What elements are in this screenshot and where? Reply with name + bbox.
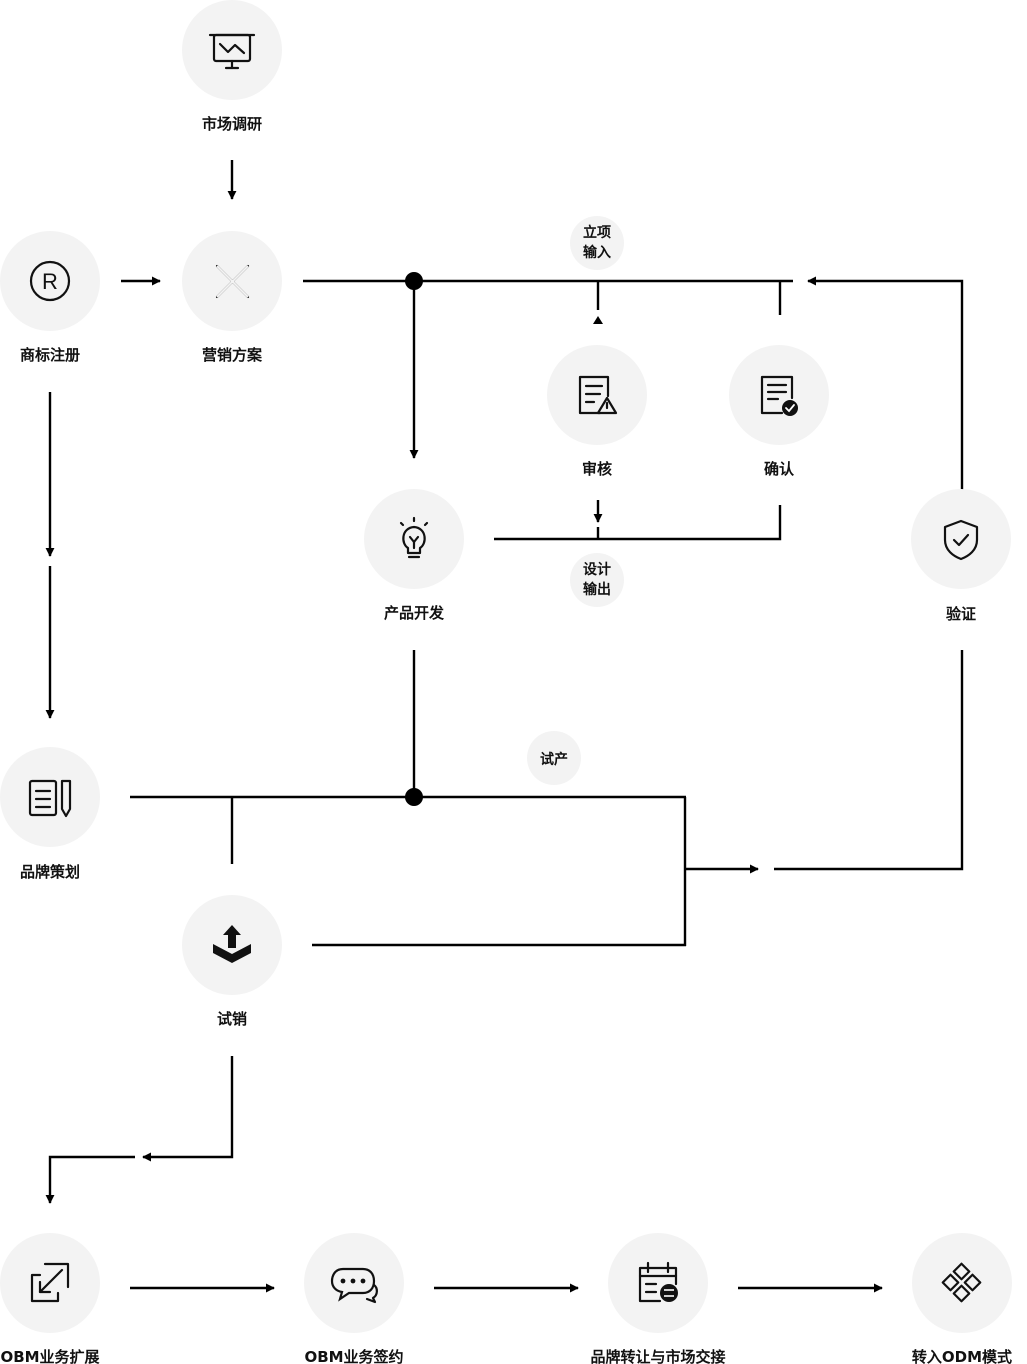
- junction-dot-bottom: [405, 788, 423, 806]
- node-marketing-plan[interactable]: 营销方案: [182, 231, 282, 364]
- edge-design-output-line: [494, 505, 782, 541]
- presentation-chart-icon: [208, 33, 256, 70]
- document-check-icon: [760, 375, 798, 416]
- svg-text:品牌转让与市场交接: 品牌转让与市场交接: [590, 1348, 725, 1364]
- node-brand-planning[interactable]: 品牌策划: [0, 747, 100, 881]
- edge-label-trial-production: 试产: [527, 731, 581, 785]
- node-obm-sign[interactable]: OBM业务签约: [304, 1233, 404, 1364]
- svg-text:确认: 确认: [764, 460, 795, 478]
- document-warning-icon: [578, 375, 618, 415]
- svg-text:OBM业务扩展: OBM业务扩展: [0, 1348, 99, 1364]
- svg-text:转入ODM模式: 转入ODM模式: [912, 1348, 1012, 1364]
- svg-text:设计: 设计: [583, 561, 611, 578]
- svg-text:营销方案: 营销方案: [202, 346, 263, 364]
- svg-text:产品开发: 产品开发: [384, 604, 445, 622]
- svg-text:验证: 验证: [946, 605, 976, 623]
- node-trademark[interactable]: R 商标注册: [0, 231, 100, 364]
- arrow-in-box-icon: [30, 1262, 70, 1303]
- node-confirm[interactable]: 确认: [729, 345, 829, 478]
- edge-verify-to-main: [807, 276, 964, 490]
- node-obm-expand[interactable]: OBM业务扩展: [0, 1233, 100, 1364]
- edge-to-obm-expand: [45, 1155, 135, 1204]
- svg-text:R: R: [42, 269, 58, 294]
- notes-pencil-icon: [28, 779, 72, 818]
- svg-text:品牌策划: 品牌策划: [20, 863, 80, 881]
- node-odm-mode[interactable]: 转入ODM模式: [912, 1233, 1012, 1364]
- svg-text:市场调研: 市场调研: [202, 115, 262, 133]
- node-verify[interactable]: 验证: [911, 489, 1011, 623]
- edge-label-project-input: 立项 输入: [570, 216, 624, 270]
- node-product-dev[interactable]: 产品开发: [364, 489, 464, 622]
- shield-check-icon: [943, 519, 979, 561]
- svg-text:商标注册: 商标注册: [20, 346, 80, 364]
- svg-text:OBM业务签约: OBM业务签约: [304, 1348, 403, 1364]
- node-brand-transfer[interactable]: 品牌转让与市场交接: [590, 1233, 726, 1364]
- edge-trial-sale-down: [142, 1056, 234, 1162]
- upload-box-icon: [213, 925, 251, 963]
- edge-review-up-arrowhead: [593, 316, 603, 324]
- chat-bubbles-icon: [330, 1267, 378, 1304]
- svg-text:立项: 立项: [583, 224, 611, 241]
- svg-text:试产: 试产: [540, 751, 568, 768]
- edge-verify-return: [774, 650, 964, 871]
- node-market-research[interactable]: 市场调研: [182, 0, 282, 133]
- node-trial-sale[interactable]: 试销: [182, 895, 282, 1028]
- edge-label-design-output: 设计 输出: [570, 553, 624, 607]
- svg-text:试销: 试销: [217, 1010, 247, 1028]
- svg-text:输出: 输出: [583, 581, 611, 598]
- diamond-grid-icon: [941, 1262, 982, 1303]
- registered-mark-icon: R: [29, 260, 71, 302]
- design-tools-icon: [215, 264, 250, 299]
- calendar-exchange-icon: [638, 1261, 678, 1303]
- svg-text:审核: 审核: [582, 460, 612, 478]
- lightbulb-icon: [399, 516, 429, 559]
- node-review[interactable]: 审核: [547, 345, 647, 478]
- connectors: [45, 160, 964, 1293]
- svg-text:输入: 输入: [583, 244, 611, 261]
